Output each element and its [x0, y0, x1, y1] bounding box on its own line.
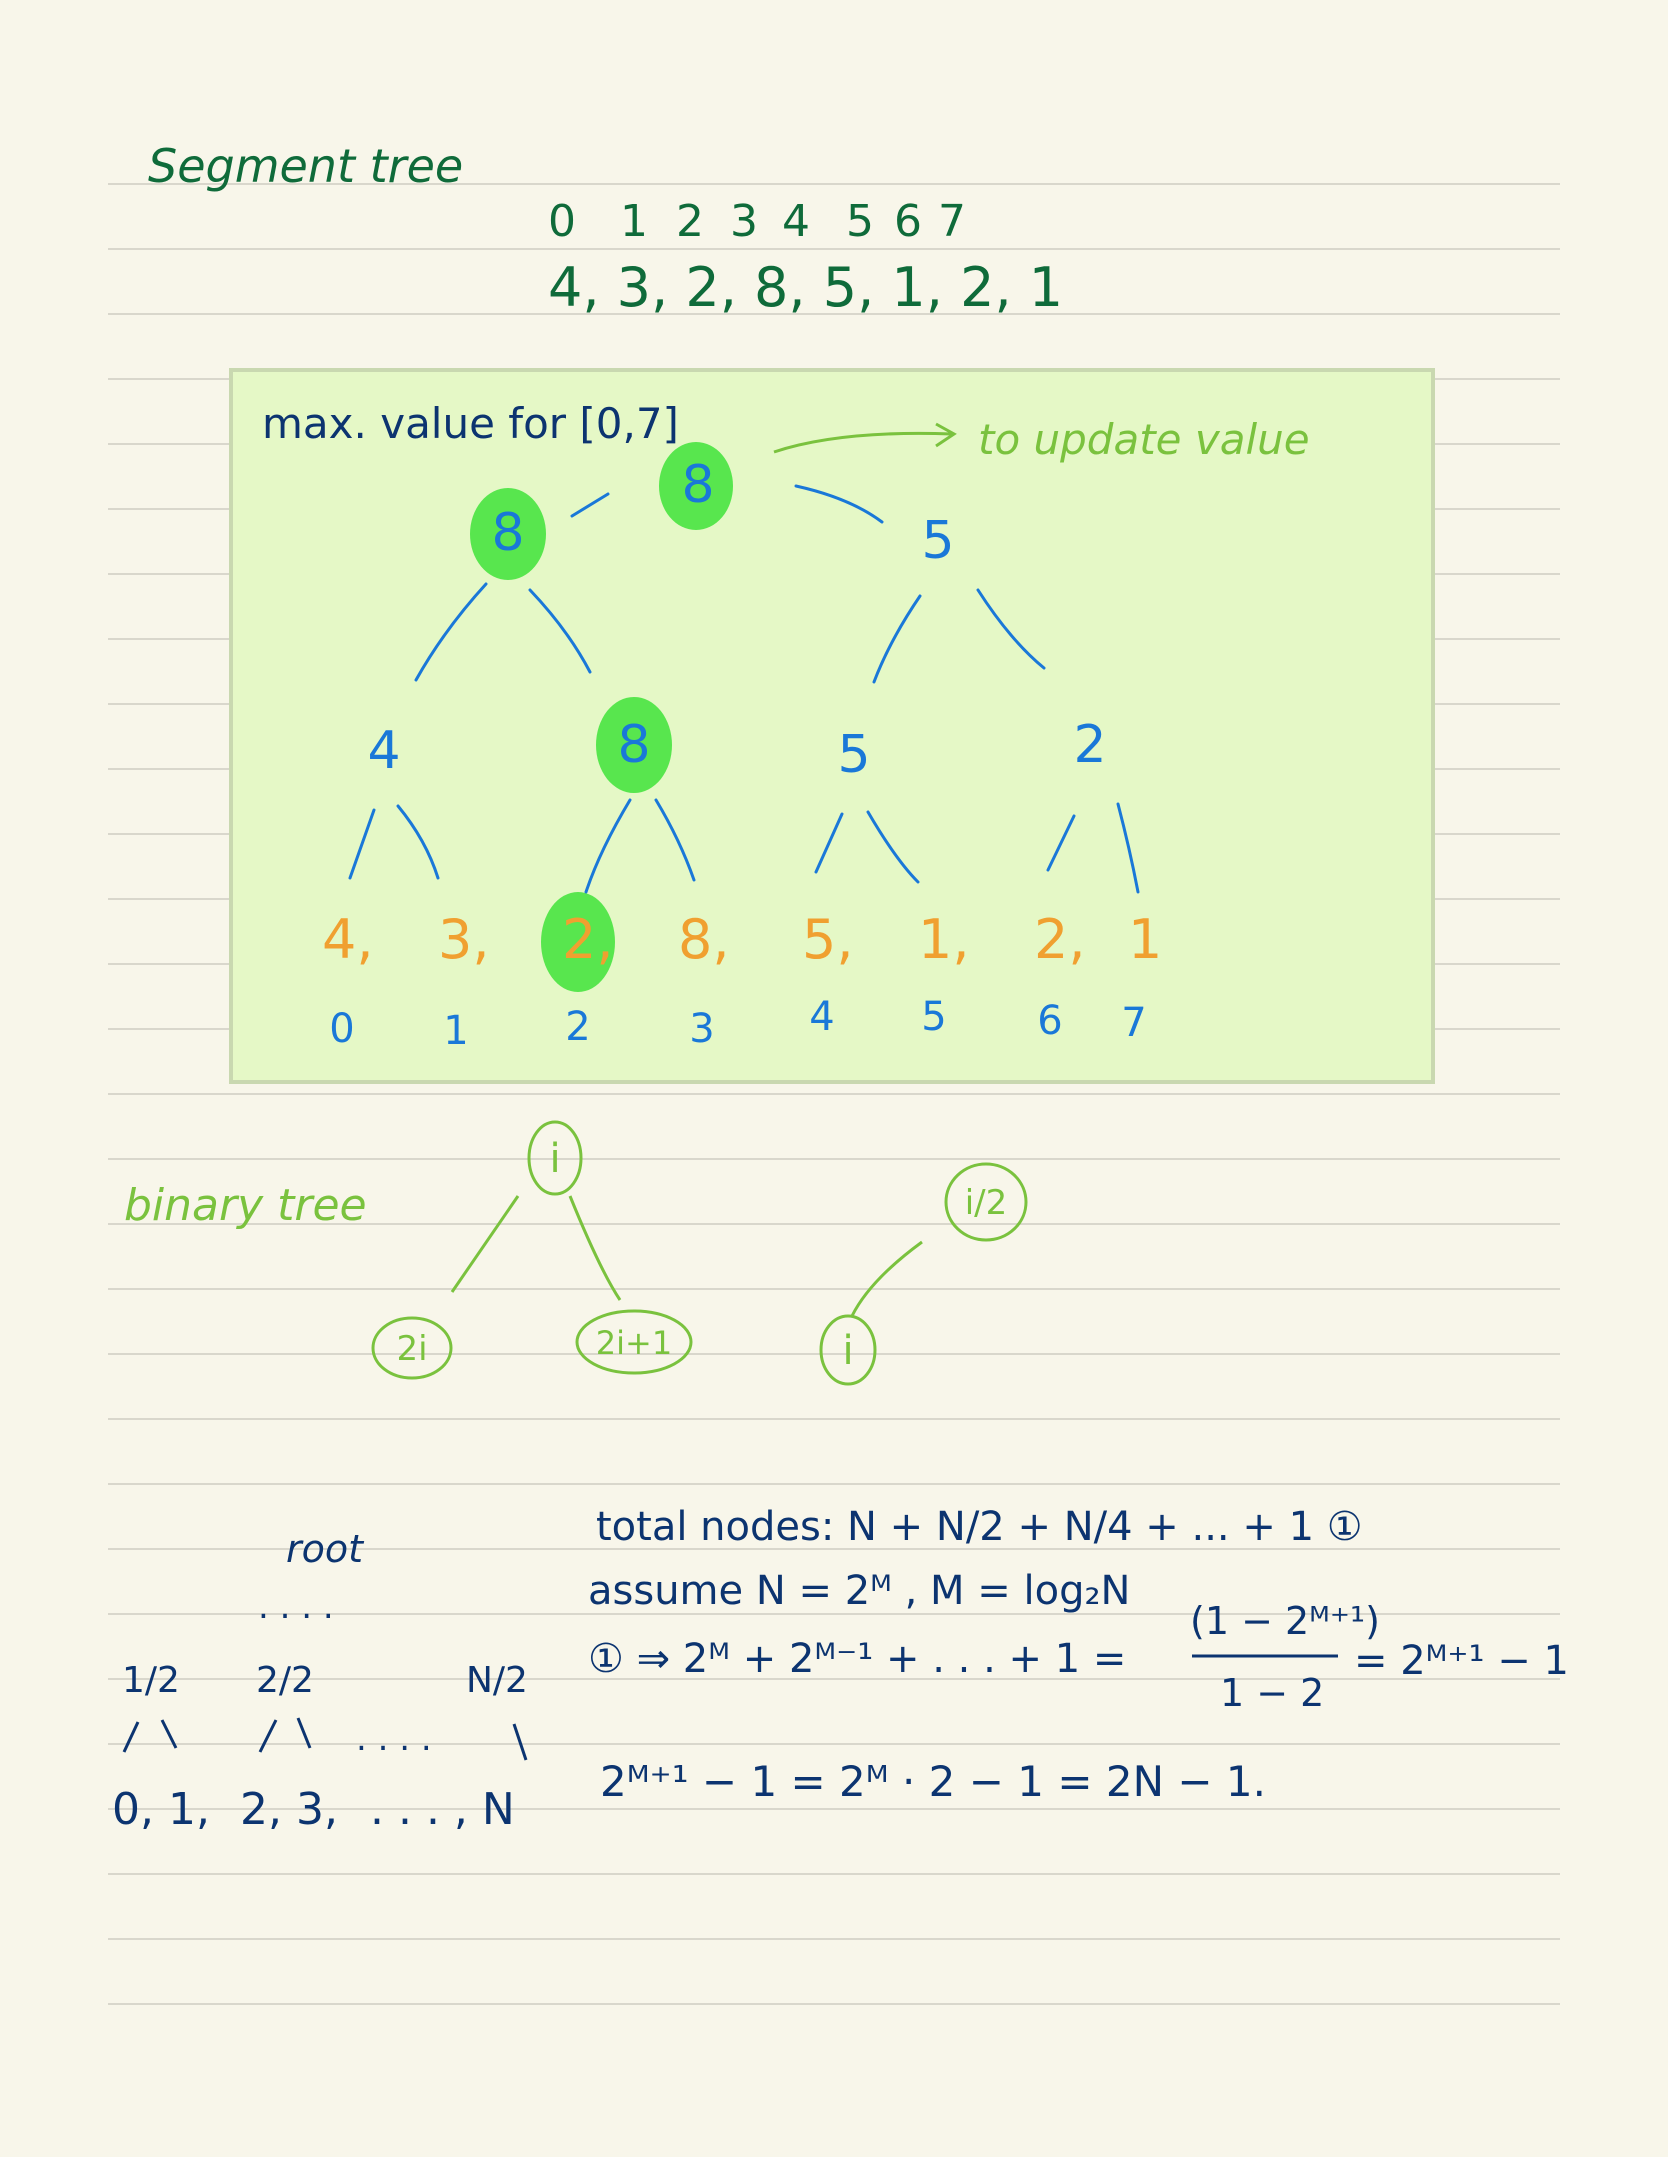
segment-tree-caption: max. value for [0,7]	[262, 399, 679, 448]
tree-leaf: 5,	[802, 908, 854, 971]
tree-leaf: 4,	[322, 908, 374, 971]
mid-label: 2/2	[256, 1660, 314, 1701]
tree-leaf: 2,	[562, 908, 614, 971]
bottom-label: . . . , N	[370, 1784, 515, 1835]
root-label: root	[286, 1527, 365, 1571]
array-index: 4	[782, 196, 810, 247]
array-index: 2	[676, 196, 704, 247]
root-dots: . . . .	[258, 1587, 334, 1627]
parent-node-circle	[527, 1120, 583, 1196]
leaf-index: 3	[689, 1006, 714, 1052]
array-index: 0	[548, 196, 576, 247]
mid-dots: . . . .	[356, 1719, 432, 1759]
update-annotation: to update value	[978, 415, 1310, 464]
tree-level2-node: 4	[367, 721, 400, 781]
array-index: 3	[730, 196, 758, 247]
array-index: 7	[938, 196, 966, 247]
tree-level2-node: 2	[1073, 715, 1106, 775]
highlight-leaf-2	[541, 892, 615, 992]
arrow-head-icon	[935, 422, 957, 448]
formula-sum: ① ⇒ 2ᴹ + 2ᴹ⁻¹ + . . . + 1 =	[588, 1636, 1126, 1682]
child-node-label: i	[842, 1328, 853, 1374]
left-child-label: 2i	[396, 1329, 427, 1369]
tree-level1-node: 8	[491, 503, 524, 563]
leaf-index: 7	[1121, 1000, 1146, 1046]
mid-label: 1/2	[122, 1660, 180, 1701]
tree-leaf: 3,	[438, 908, 490, 971]
half-node-label: i/2	[965, 1183, 1008, 1223]
half-node-circle	[944, 1162, 1028, 1242]
formula-assume: assume N = 2ᴹ , M = log₂N	[588, 1568, 1130, 1614]
annotation-arrow	[773, 431, 953, 454]
array-values: 4, 3, 2, 8, 5, 1, 2, 1	[548, 256, 1063, 319]
fraction-result: = 2ᴹ⁺¹ − 1	[1354, 1638, 1569, 1684]
leaf-index: 1	[443, 1008, 468, 1054]
right-child-label: 2i+1	[596, 1324, 672, 1362]
tree-leaf: 2,	[1034, 908, 1086, 971]
array-index-row: 0 1 2 3 4 5 6 7	[548, 196, 966, 247]
left-child-circle	[371, 1316, 453, 1380]
page-title: Segment tree	[148, 139, 463, 193]
array-index: 1	[620, 196, 648, 247]
child-node-circle	[819, 1314, 877, 1386]
binary-tree-diagram	[371, 1120, 1028, 1386]
highlight-level2	[596, 697, 672, 793]
fraction-denominator: 1 − 2	[1220, 1671, 1324, 1715]
tree-leaf: 8,	[678, 908, 730, 971]
fraction-numerator: (1 − 2ᴹ⁺¹)	[1190, 1599, 1380, 1643]
parent-node-label: i	[549, 1136, 560, 1182]
bottom-label: 2, 3,	[240, 1784, 338, 1835]
right-child-circle	[575, 1309, 693, 1375]
tree-leaf: 1,	[918, 908, 970, 971]
highlight-level1-left	[470, 488, 546, 580]
segment-tree-panel	[229, 368, 1435, 1084]
tree-root-node: 8	[681, 455, 714, 515]
counting-edges	[122, 1717, 528, 1761]
leaf-index: 6	[1037, 998, 1062, 1044]
binary-tree-label: binary tree	[124, 1180, 367, 1231]
tree-leaf: 1	[1128, 908, 1162, 971]
array-index: 5	[846, 196, 874, 247]
array-index: 6	[894, 196, 922, 247]
mid-label: N/2	[466, 1660, 528, 1701]
leaf-index: 0	[329, 1006, 354, 1052]
leaf-index: 4	[809, 994, 834, 1040]
formula-result: 2ᴹ⁺¹ − 1 = 2ᴹ · 2 − 1 = 2N − 1.	[600, 1757, 1266, 1806]
highlighted-path	[470, 442, 733, 992]
tree-level2-node: 5	[837, 725, 870, 785]
leaf-index: 5	[921, 994, 946, 1040]
tree-edges	[348, 484, 1140, 894]
tree-level1-node: 5	[921, 511, 954, 571]
highlight-root	[659, 442, 733, 530]
formula-total-nodes: total nodes: N + N/2 + N/4 + ... + 1 ①	[596, 1504, 1363, 1550]
bottom-label: 0, 1,	[112, 1784, 210, 1835]
tree-level2-node: 8	[617, 715, 650, 775]
leaf-index: 2	[565, 1004, 590, 1050]
